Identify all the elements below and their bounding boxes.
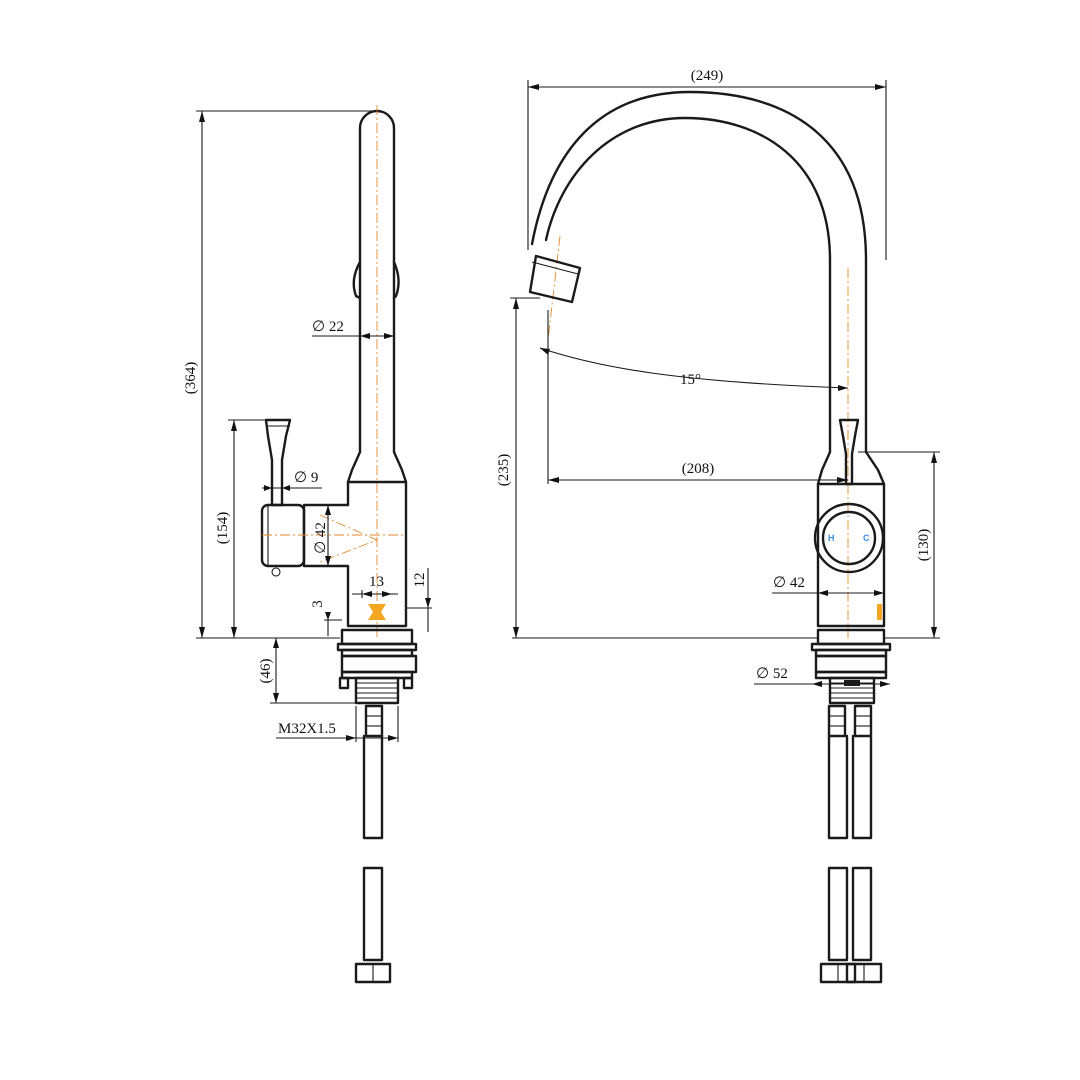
side-cartridge-screw — [271, 567, 281, 577]
front-aerator — [528, 254, 582, 304]
body-diameter-side-label: ∅ 42 — [313, 522, 329, 554]
front-spout-outer — [544, 116, 832, 454]
side-collar — [346, 450, 408, 484]
side-hose-upper — [362, 734, 384, 840]
side-hose-lower — [362, 866, 384, 962]
dim-swivel-angle: 15° — [539, 347, 849, 391]
spout-diameter-label: ∅ 22 — [312, 319, 344, 335]
side-hose-fitting — [364, 704, 384, 738]
swivel-angle-label: 15° — [680, 372, 701, 388]
dim-spout-diameter: ∅ 22 — [312, 319, 394, 339]
dim-spout-height: (235) — [496, 297, 818, 639]
spout-height-label: (235) — [496, 454, 512, 487]
dim-13: 13 — [352, 574, 398, 598]
side-shank — [354, 676, 400, 705]
dim-body-height: (130) — [858, 451, 940, 639]
front-orange-mark — [877, 604, 882, 620]
side-hose-nut — [354, 962, 392, 984]
front-view: H C — [496, 68, 940, 984]
side-stud-right — [402, 676, 414, 690]
front-shank — [828, 676, 876, 705]
dim-overall-height: (364) — [183, 110, 377, 639]
side-shank-threads — [356, 682, 398, 699]
side-orange-valve — [368, 604, 386, 620]
front-lever — [838, 418, 860, 486]
dim-3: 3 — [310, 600, 342, 636]
front-hose-right — [845, 704, 883, 984]
side-body — [302, 480, 408, 628]
dim-shank-length: (46) — [258, 638, 356, 704]
front-base-flange — [816, 628, 886, 646]
hot-mark: H — [828, 533, 835, 543]
body-height-label: (130) — [916, 529, 932, 562]
spout-reach-label: (208) — [682, 461, 715, 477]
thread-label: M32X1.5 — [278, 721, 336, 737]
lever-height-label: (154) — [215, 512, 231, 545]
dim-12: 12 — [406, 568, 432, 632]
front-handle-disc-inner — [821, 510, 877, 566]
side-hidden-lines — [319, 514, 379, 563]
dim-body-diameter-side: ∅ 42 — [313, 505, 331, 566]
base-diameter-label: ∅ 52 — [756, 666, 788, 682]
dim-overall-reach: (249) — [527, 68, 887, 260]
side-clip-right — [392, 260, 400, 300]
dim-thread: M32X1.5 — [276, 706, 399, 742]
front-spout-inner — [530, 90, 868, 454]
side-clip-left — [352, 260, 362, 300]
body-diameter-front-label: ∅ 42 — [773, 575, 805, 591]
overall-reach-label: (249) — [691, 68, 724, 84]
shank-length-label: (46) — [258, 659, 274, 684]
side-view: (364) (154) ∅ 22 ∅ 9 — [183, 105, 432, 984]
side-stud-left — [338, 676, 350, 690]
side-nut — [340, 654, 418, 674]
dim-lever-diameter: ∅ 9 — [262, 470, 322, 491]
overall-height-label: (364) — [183, 362, 199, 395]
front-handle-disc-outer — [813, 502, 885, 574]
dim-3-label: 3 — [310, 600, 326, 608]
front-body — [816, 482, 886, 628]
cold-mark: C — [863, 533, 870, 543]
dim-12-label: 12 — [412, 573, 428, 588]
front-outlet-centerline — [547, 235, 561, 341]
dim-base-diameter: ∅ 52 — [754, 666, 890, 687]
dim-body-diameter-front: ∅ 42 — [772, 575, 884, 596]
dim-lever-height: (154) — [215, 419, 266, 638]
front-hose-left — [819, 704, 857, 984]
dim-13-label: 13 — [369, 574, 384, 590]
side-lever — [264, 418, 292, 507]
lever-diameter-label: ∅ 9 — [294, 470, 318, 486]
dim-spout-reach: (208) — [547, 310, 848, 484]
